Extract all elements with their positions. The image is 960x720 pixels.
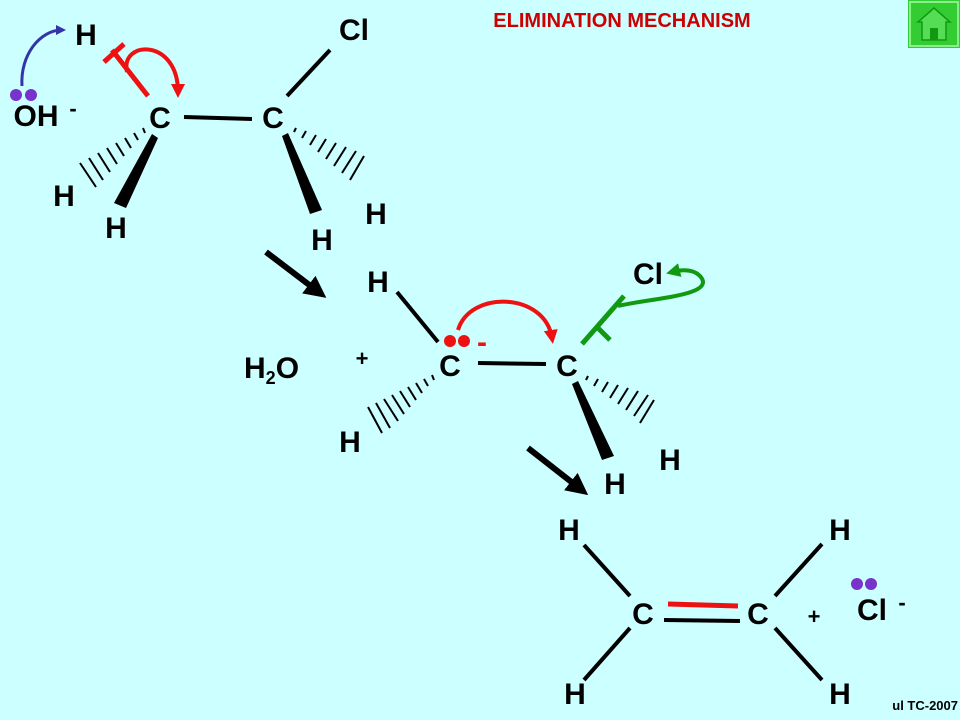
h-left-hash: H	[339, 426, 361, 459]
ch-bond	[582, 626, 632, 682]
reaction-arrow-1	[264, 249, 327, 298]
ch-bond	[773, 542, 824, 598]
alkene-carbon-left: C	[632, 598, 654, 631]
author-credit: ul TC-2007	[892, 698, 958, 713]
h-left-hash: H	[53, 180, 75, 213]
left-hashed-wedge	[79, 127, 146, 188]
chloride-charge: -	[898, 590, 905, 615]
h-right-wedge: H	[604, 468, 626, 501]
lone-pair-dot	[851, 578, 863, 590]
c-cl-bond-breaking	[580, 294, 626, 346]
right-hashed-wedge	[585, 375, 655, 424]
step1-reactant: H Cl OH - C C H H H H	[10, 14, 387, 257]
h-top-right: H	[829, 514, 851, 547]
h-right-wedge: H	[311, 224, 333, 257]
ch-bond	[395, 290, 440, 344]
h-abstracted: H	[75, 19, 97, 52]
lone-pair-dot	[25, 89, 37, 101]
curved-arrow-base-to-h	[20, 25, 66, 87]
water-h: H2O	[244, 352, 299, 388]
h-bottom-left: H	[564, 678, 586, 711]
alkene-carbon-right: C	[747, 598, 769, 631]
h-left-wedge: H	[105, 212, 127, 245]
cc-sigma-bond	[663, 618, 741, 623]
negative-charge: -	[477, 326, 487, 359]
left-solid-wedge	[114, 134, 158, 208]
cl-atom: Cl	[339, 14, 369, 47]
step3-products: H H C C + Cl - H H	[558, 514, 906, 711]
step2-intermediate: H2O +	[244, 258, 705, 501]
lone-pair-dot	[444, 335, 456, 347]
curved-arrow-lone-pair-to-cc	[456, 299, 558, 344]
curved-arrow-cl-leaving	[617, 263, 705, 308]
cl-atom: Cl	[633, 258, 663, 291]
ch-bond-breaking	[110, 48, 150, 98]
hydroxide-charge: -	[69, 96, 76, 121]
h-bottom-right: H	[829, 678, 851, 711]
reaction-arrow-2	[526, 445, 589, 496]
ch-bond-tick	[102, 42, 126, 64]
home-icon	[916, 7, 952, 41]
lone-pair-dot	[458, 335, 470, 347]
carbon-right: C	[556, 350, 578, 383]
c-cl-bond	[285, 48, 332, 98]
plus-sign: +	[808, 604, 821, 629]
hydroxide-label: OH	[14, 100, 59, 133]
h-right-hash: H	[365, 198, 387, 231]
carbon-right: C	[262, 102, 284, 135]
h-top: H	[367, 266, 389, 299]
ch-bond	[773, 626, 824, 682]
left-hashed-wedge	[367, 374, 435, 434]
h-top-left: H	[558, 514, 580, 547]
curved-arrow-ch-bond	[124, 47, 185, 98]
lone-pair-dot	[865, 578, 877, 590]
carbanion-carbon: C	[439, 350, 461, 383]
plus-sign: +	[356, 346, 369, 371]
right-solid-wedge	[282, 133, 322, 214]
right-hashed-wedge	[293, 127, 365, 181]
cc-single-bond	[183, 115, 253, 121]
cc-pi-bond	[667, 601, 739, 609]
diagram-title: ELIMINATION MECHANISM	[493, 10, 750, 32]
carbon-left: C	[149, 102, 171, 135]
cc-single-bond	[477, 361, 547, 366]
right-solid-wedge	[572, 381, 614, 460]
h-right-hash: H	[659, 444, 681, 477]
chloride-label: Cl	[857, 594, 887, 627]
c-cl-bond-tick	[596, 326, 612, 342]
home-button[interactable]	[908, 0, 960, 48]
ch-bond	[582, 543, 632, 598]
lone-pair-dot	[10, 89, 22, 101]
